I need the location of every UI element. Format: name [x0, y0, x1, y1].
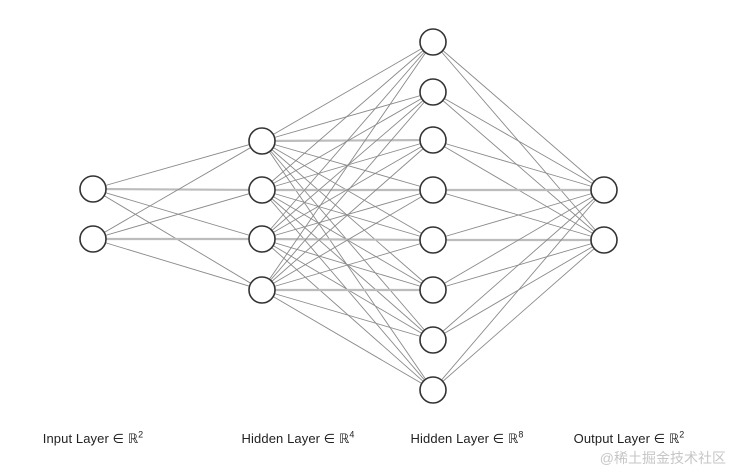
node-hidden1-4	[248, 276, 276, 304]
layer-label-hidden2: Hidden Layer ∈ ℝ8	[410, 429, 524, 447]
edge-hidden1-3-hidden2-6	[261, 289, 434, 341]
node-hidden1-1	[248, 127, 276, 155]
edge-hidden2-1-output-0	[432, 91, 605, 191]
layer-label-hidden1: Hidden Layer ∈ ℝ4	[241, 429, 355, 447]
edge-hidden1-0-hidden2-0	[261, 41, 434, 142]
node-hidden2-8	[419, 376, 447, 404]
edge-hidden1-2-hidden2-0	[261, 41, 434, 240]
edge-input-1-hidden1-1	[92, 189, 263, 240]
edge-hidden1-3-hidden2-7	[261, 289, 434, 391]
layer-label-exponent-hidden2: 8	[518, 429, 524, 440]
layer-label-exponent-hidden1: 4	[349, 429, 355, 440]
edge-hidden2-1-output-1	[432, 91, 605, 241]
edges-group	[92, 41, 605, 391]
layer-label-exponent-output: 2	[679, 429, 685, 440]
edge-hidden1-3-hidden2-4	[261, 239, 434, 291]
edge-hidden1-3-hidden2-2	[261, 139, 434, 291]
node-input-1	[79, 175, 107, 203]
node-hidden1-2	[248, 176, 276, 204]
layer-label-exponent-input: 2	[138, 429, 144, 440]
node-hidden2-3	[419, 126, 447, 154]
layer-label-text-input: Input Layer ∈ ℝ	[42, 431, 139, 446]
edge-hidden1-3-hidden2-3	[261, 189, 434, 291]
edge-hidden2-2-output-0	[432, 139, 605, 191]
edge-hidden1-3-hidden2-1	[261, 91, 434, 291]
layer-label-text-output: Output Layer ∈ ℝ	[573, 431, 680, 446]
edge-hidden2-7-output-1	[432, 239, 605, 391]
layer-label-input: Input Layer ∈ ℝ2	[42, 429, 144, 447]
node-hidden2-2	[419, 78, 447, 106]
layer-label-text-hidden1: Hidden Layer ∈ ℝ	[241, 431, 350, 446]
node-output-1	[590, 176, 618, 204]
edge-hidden1-2-hidden2-2	[261, 139, 434, 240]
edge-hidden1-2-hidden2-5	[261, 238, 434, 291]
layer-label-text-hidden2: Hidden Layer ∈ ℝ	[410, 431, 519, 446]
node-hidden2-1	[419, 28, 447, 56]
edge-hidden2-4-output-0	[432, 189, 605, 241]
node-output-2	[590, 226, 618, 254]
node-hidden2-5	[419, 226, 447, 254]
node-input-2	[79, 225, 107, 253]
layer-label-output: Output Layer ∈ ℝ2	[573, 429, 685, 447]
edge-input-1-hidden1-0	[92, 140, 263, 240]
node-hidden1-3	[248, 225, 276, 253]
edge-hidden2-5-output-0	[432, 189, 605, 291]
edge-hidden1-3-hidden2-0	[261, 41, 434, 291]
node-hidden2-7	[419, 326, 447, 354]
edge-hidden1-1-hidden2-0	[261, 41, 434, 191]
edge-hidden2-6-output-0	[432, 189, 605, 341]
nodes-group	[79, 28, 618, 404]
edge-input-1-hidden1-3	[92, 238, 263, 291]
watermark-text: @稀土掘金技术社区	[599, 450, 726, 466]
node-hidden2-6	[419, 276, 447, 304]
edge-hidden2-0-output-0	[432, 41, 605, 191]
edge-hidden1-2-hidden2-7	[261, 238, 434, 391]
edge-input-0-hidden1-2	[92, 188, 263, 240]
edge-hidden2-7-output-0	[432, 189, 605, 391]
edge-input-0-hidden1-0	[92, 140, 263, 190]
node-hidden2-4	[419, 176, 447, 204]
